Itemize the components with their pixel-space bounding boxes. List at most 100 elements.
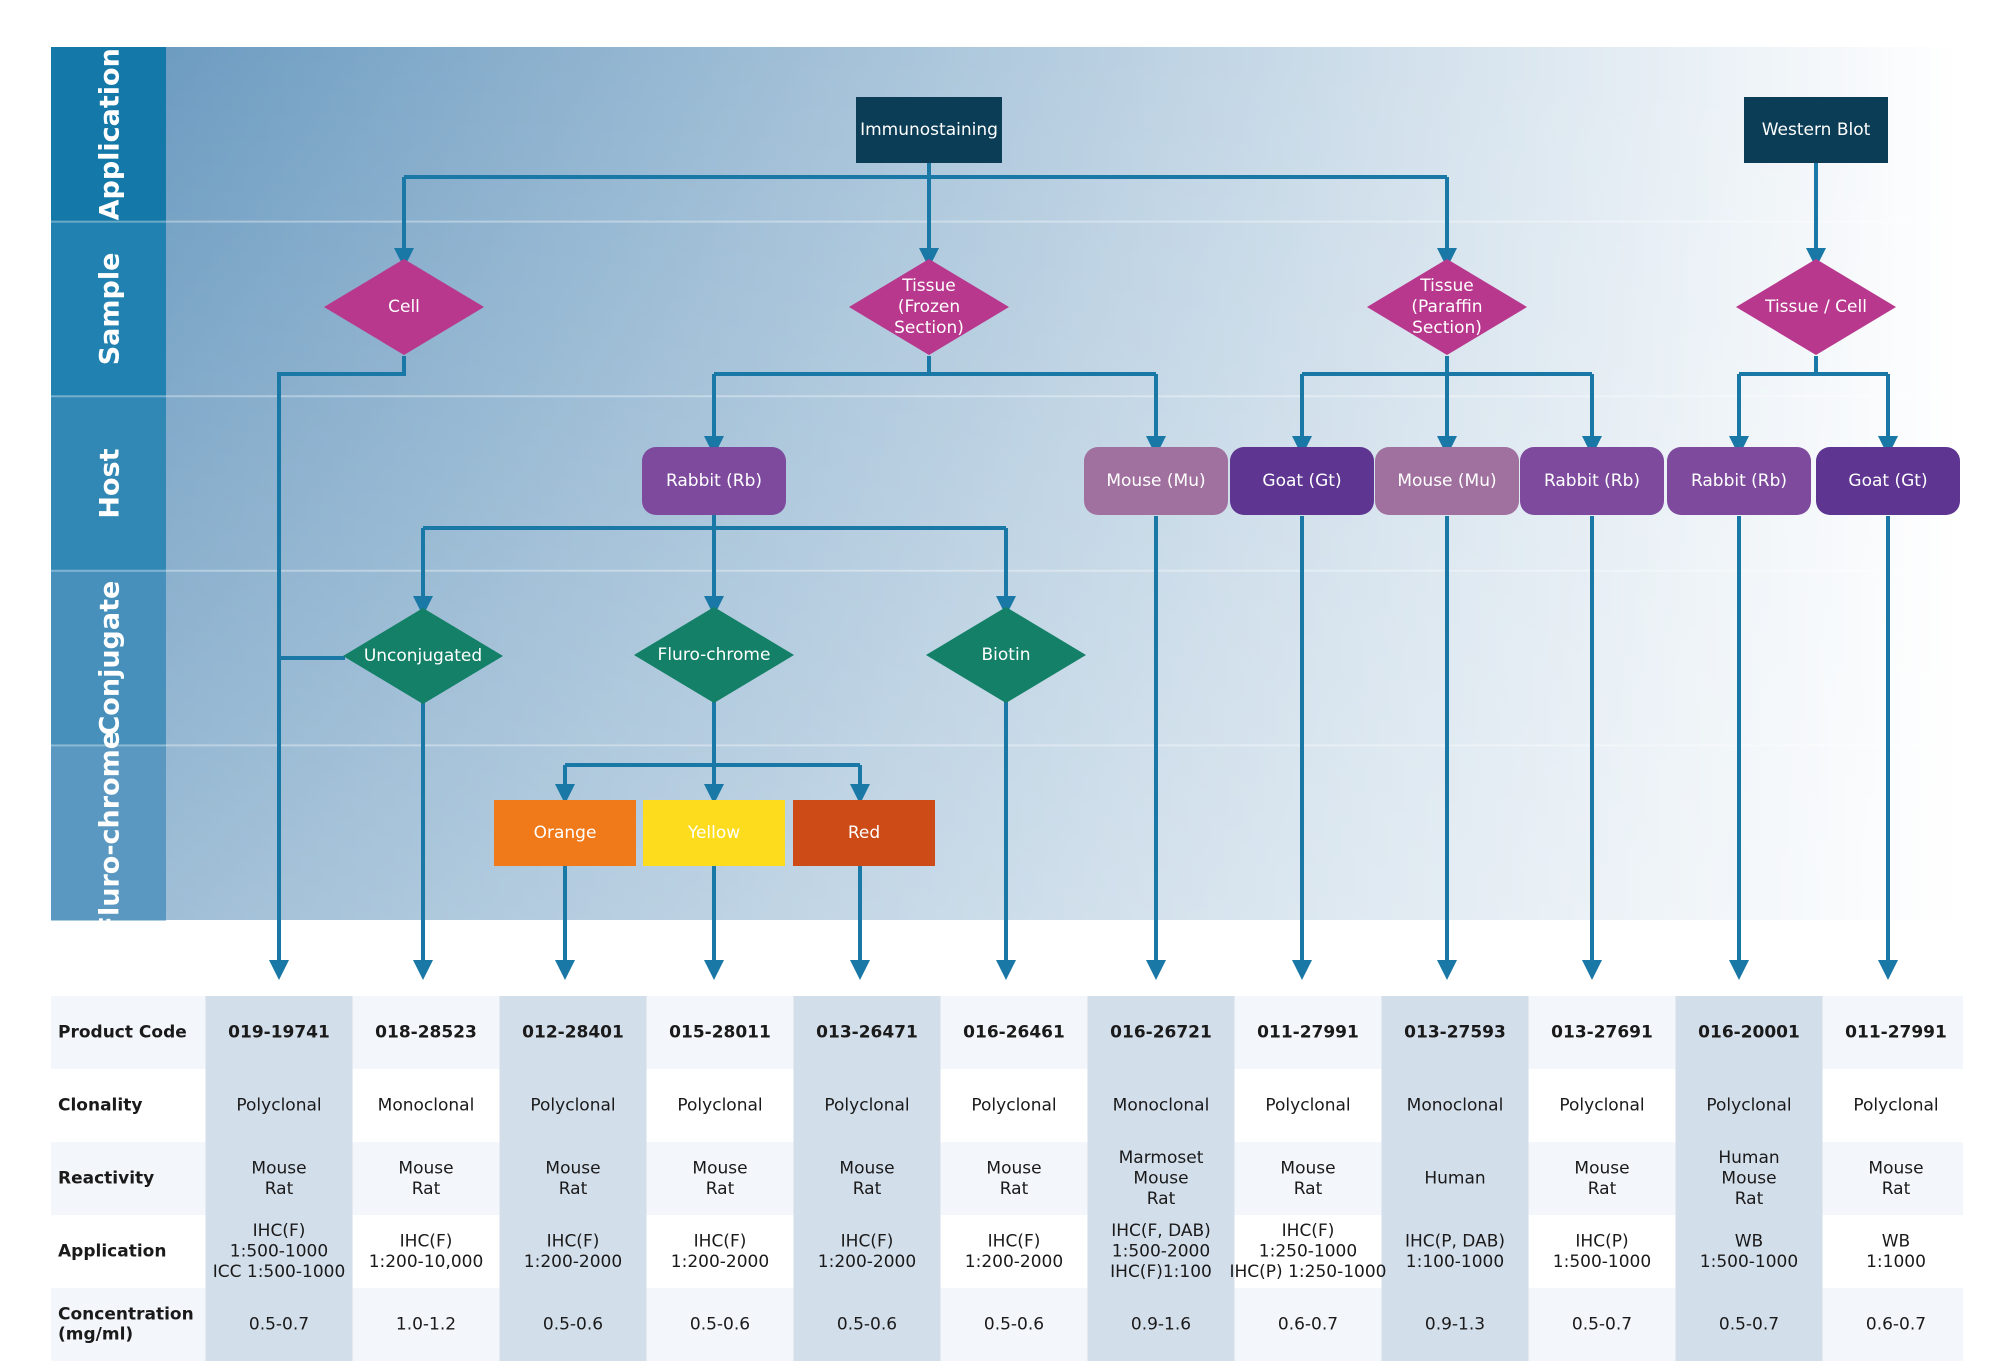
- table-row-label: (mg/ml): [58, 1325, 133, 1345]
- band-header: [51, 745, 166, 921]
- table-row-label: Application: [58, 1242, 166, 1262]
- product-code: 011-27991: [1257, 1023, 1359, 1043]
- product-code: 011-27991: [1845, 1023, 1947, 1043]
- reactivity-cell: Rat: [706, 1179, 735, 1199]
- fluorochrome-label: Red: [848, 823, 880, 843]
- host-label: Mouse (Mu): [1397, 471, 1496, 491]
- host-node-rabbit_2[interactable]: Rabbit (Rb): [1520, 447, 1664, 515]
- concentration-cell: 0.5-0.6: [984, 1315, 1044, 1335]
- product-code: 013-26471: [816, 1023, 918, 1043]
- reactivity-cell: Mouse: [1574, 1158, 1629, 1178]
- concentration-cell: 0.5-0.6: [837, 1315, 897, 1335]
- product-column: 018-28523MonoclonalMouseRatIHC(F)1:200-1…: [369, 1023, 484, 1335]
- reactivity-cell: Mouse: [545, 1158, 600, 1178]
- table-column-shade: [1087, 996, 1235, 1361]
- sample-node-cell[interactable]: Cell: [324, 259, 484, 355]
- application-cell: 1:200-2000: [965, 1252, 1063, 1272]
- reactivity-cell: Mouse: [251, 1158, 306, 1178]
- host-node-mouse_1[interactable]: Mouse (Mu): [1084, 447, 1228, 515]
- concentration-cell: 0.9-1.3: [1425, 1315, 1485, 1335]
- sample-diamond: [1367, 259, 1527, 355]
- product-code: 019-19741: [228, 1023, 330, 1043]
- conjugate-node-unconjugated[interactable]: Unconjugated: [343, 608, 503, 704]
- table-row-background: [51, 996, 1963, 1069]
- fluorochrome-node-red[interactable]: Red: [793, 800, 935, 866]
- clonality-cell: Polyclonal: [824, 1096, 909, 1116]
- concentration-cell: 0.6-0.7: [1278, 1315, 1338, 1335]
- table-row-background: [51, 1142, 1963, 1215]
- clonality-cell: Polyclonal: [1265, 1096, 1350, 1116]
- reactivity-cell: Rat: [1882, 1179, 1911, 1199]
- fluorochrome-box: [793, 800, 935, 866]
- conjugate-diamond: [926, 607, 1086, 703]
- host-node-goat_1[interactable]: Goat (Gt): [1230, 447, 1374, 515]
- conjugate-node-fluorochrome[interactable]: Fluro-chrome: [634, 607, 794, 703]
- sample-label: Tissue / Cell: [1764, 297, 1867, 317]
- reactivity-cell: Mouse: [398, 1158, 453, 1178]
- application-cell: IHC(P): [1575, 1231, 1628, 1251]
- host-node-goat_2[interactable]: Goat (Gt): [1816, 447, 1960, 515]
- application-node-immunostaining[interactable]: Immunostaining: [856, 97, 1002, 163]
- product-table: Product CodeClonalityReactivityApplicati…: [51, 996, 1963, 1361]
- conjugate-label: Fluro-chrome: [658, 645, 771, 665]
- clonality-cell: Polyclonal: [236, 1096, 321, 1116]
- product-code: 016-20001: [1698, 1023, 1800, 1043]
- application-cell: 1:500-1000: [1553, 1252, 1651, 1272]
- application-cell: WB: [1735, 1231, 1763, 1251]
- clonality-cell: Monoclonal: [1113, 1096, 1210, 1116]
- application-box: [1744, 97, 1888, 163]
- reactivity-cell: Rat: [1588, 1179, 1617, 1199]
- sample-diamond: [849, 259, 1009, 355]
- reactivity-cell: Rat: [1294, 1179, 1323, 1199]
- host-label: Goat (Gt): [1848, 471, 1927, 491]
- fluorochrome-node-yellow[interactable]: Yellow: [643, 800, 785, 866]
- concentration-cell: 0.5-0.7: [249, 1315, 309, 1335]
- application-cell: 1:200-2000: [524, 1252, 622, 1272]
- application-node-western_blot[interactable]: Western Blot: [1744, 97, 1888, 163]
- table-row-label: Reactivity: [58, 1169, 154, 1189]
- sample-label: (Paraffin: [1411, 297, 1482, 317]
- product-column: 016-26721MonoclonalMarmosetMouseRatIHC(F…: [1110, 1023, 1212, 1335]
- conjugate-node-biotin[interactable]: Biotin: [926, 607, 1086, 703]
- band-label: Conjugate: [95, 581, 126, 736]
- table-row-label: Clonality: [58, 1096, 142, 1116]
- host-box: [1084, 447, 1228, 515]
- conjugate-diamond: [634, 607, 794, 703]
- clonality-cell: Polyclonal: [677, 1096, 762, 1116]
- table-row-background: [51, 1288, 1963, 1361]
- product-code: 018-28523: [375, 1023, 477, 1043]
- application-cell: 1:250-1000: [1259, 1242, 1357, 1262]
- conjugate-label: Unconjugated: [364, 646, 482, 666]
- fluorochrome-label: Yellow: [687, 823, 740, 843]
- host-box: [1816, 447, 1960, 515]
- reactivity-cell: Rat: [559, 1179, 588, 1199]
- host-label: Goat (Gt): [1262, 471, 1341, 491]
- host-node-rabbit_3[interactable]: Rabbit (Rb): [1667, 447, 1811, 515]
- reactivity-cell: Rat: [853, 1179, 882, 1199]
- application-cell: IHC(P, DAB): [1405, 1231, 1505, 1251]
- table-row-label: Concentration: [58, 1305, 194, 1325]
- band-header: [51, 221, 166, 397]
- band-header: [51, 396, 166, 572]
- clonality-cell: Monoclonal: [378, 1096, 475, 1116]
- application-cell: 1:200-2000: [818, 1252, 916, 1272]
- fluorochrome-node-orange[interactable]: Orange: [494, 800, 636, 866]
- connector-lines: [269, 163, 1898, 980]
- host-label: Rabbit (Rb): [1544, 471, 1640, 491]
- fluorochrome-label: Orange: [534, 823, 597, 843]
- reactivity-cell: Rat: [265, 1179, 294, 1199]
- concentration-cell: 0.5-0.6: [543, 1315, 603, 1335]
- host-node-mouse_2[interactable]: Mouse (Mu): [1375, 447, 1519, 515]
- product-column: 016-26461PolyclonalMouseRatIHC(F)1:200-2…: [963, 1023, 1065, 1335]
- reactivity-cell: Mouse: [1721, 1169, 1776, 1189]
- fluorochrome-box: [643, 800, 785, 866]
- clonality-cell: Polyclonal: [1559, 1096, 1644, 1116]
- sample-node-tissue_cell[interactable]: Tissue / Cell: [1736, 259, 1896, 355]
- host-node-rabbit_1[interactable]: Rabbit (Rb): [642, 447, 786, 515]
- application-cell: IHC(F)1:100: [1110, 1262, 1212, 1282]
